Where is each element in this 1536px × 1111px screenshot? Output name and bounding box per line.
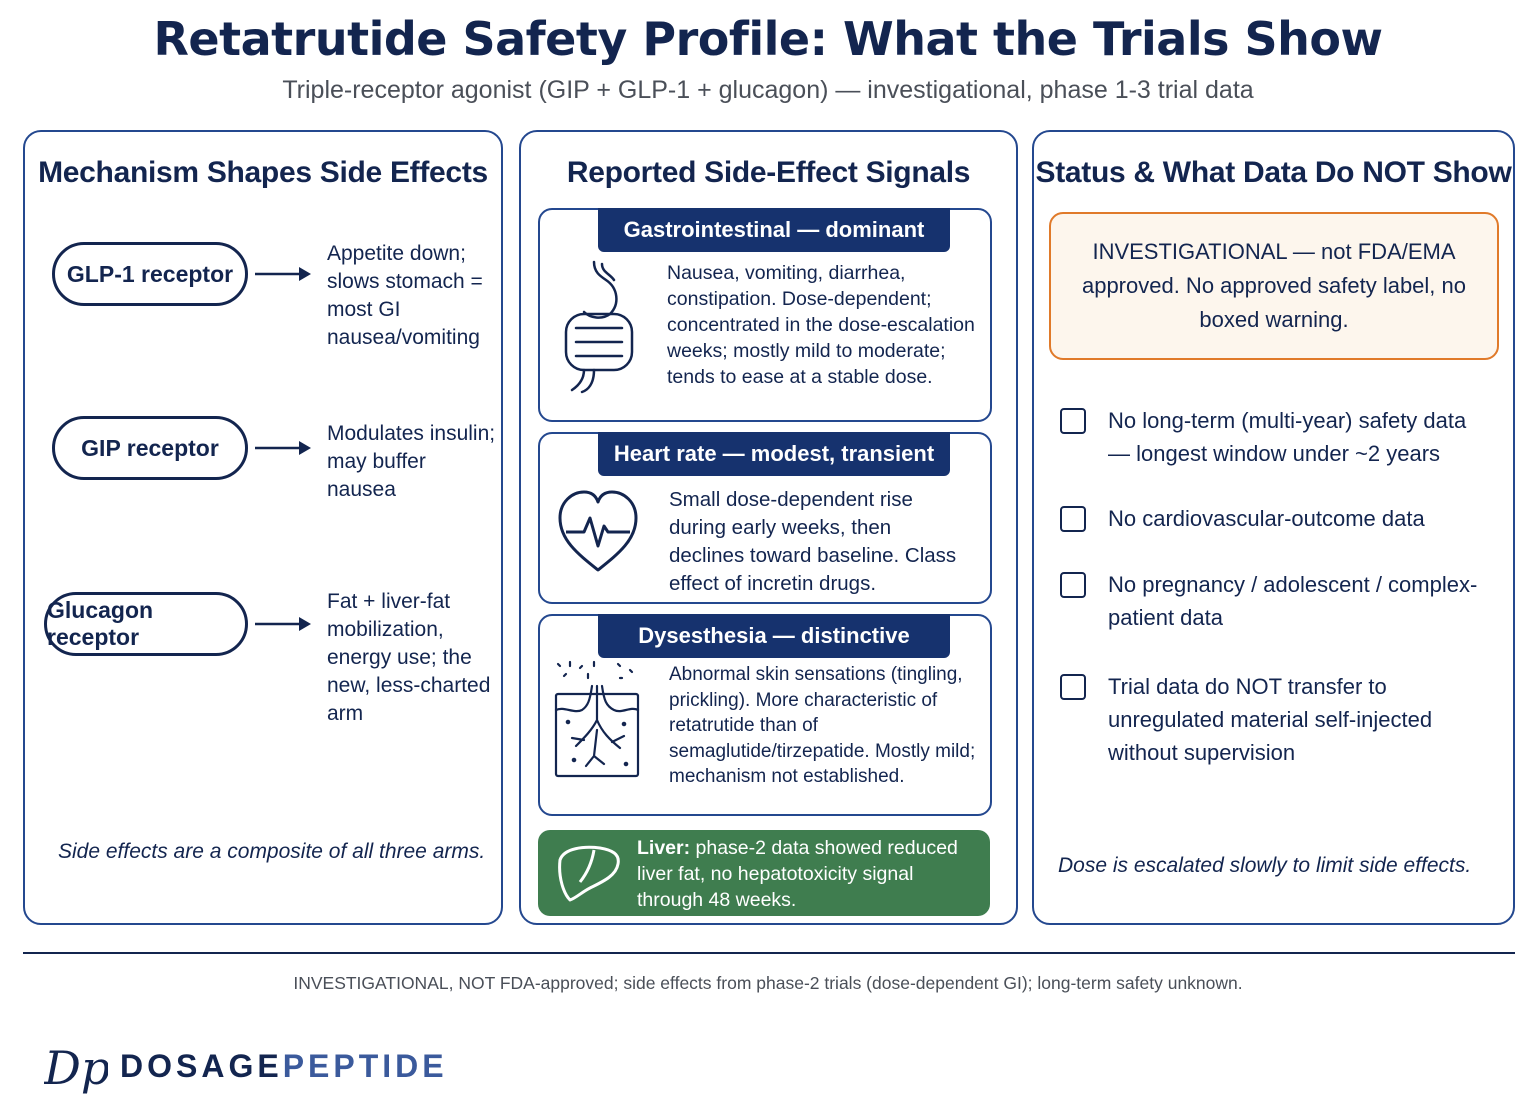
checkbox	[1060, 572, 1086, 598]
skin-nerve-icon	[554, 660, 640, 778]
signals-panel-title: Reported Side-Effect Signals	[566, 156, 971, 189]
arrow-right-icon	[255, 267, 311, 281]
footer-divider	[23, 952, 1515, 954]
mechanism-panel: Mechanism Shapes Side Effects GLP-1 rece…	[23, 130, 503, 925]
glp1-receptor-pill: GLP-1 receptor	[52, 242, 248, 306]
brand-wordmark: DOSAGEPEPTIDE	[120, 1048, 448, 1085]
arrow-right-icon	[255, 617, 311, 631]
investigational-warning: INVESTIGATIONAL — not FDA/EMA approved. …	[1049, 212, 1499, 360]
liver-icon	[558, 845, 620, 902]
gi-card-text: Nausea, vomiting, diarrhea, constipation…	[667, 262, 975, 388]
brand-mark: Dp	[44, 1041, 108, 1095]
arrow-right-icon	[255, 441, 311, 455]
liver-text: phase-2 data showed reduced liver fat, n…	[637, 837, 958, 911]
gip-effect-text: Modulates insulin; may buffer nausea	[327, 422, 496, 501]
gap-item: No cardiovascular-outcome data	[1108, 506, 1425, 531]
glp1-effect-text: Appetite down; slows stomach = most GI n…	[327, 242, 483, 349]
brand-word-a: DOSAGE	[120, 1048, 283, 1084]
page-title: Retatrutide Safety Profile: What the Tri…	[153, 12, 1383, 66]
gi-card: Gastrointestinal — dominant Nausea, vomi…	[538, 208, 992, 422]
gap-item: Trial data do NOT transfer to unregulate…	[1108, 674, 1433, 765]
status-panel-title: Status & What Data Do NOT Show	[1035, 156, 1512, 189]
gip-receptor-pill: GIP receptor	[52, 416, 248, 480]
glucagon-receptor-pill: Glucagon receptor	[44, 592, 248, 656]
gap-item: No pregnancy / adolescent / complex-pati…	[1108, 572, 1478, 630]
checkbox	[1060, 408, 1086, 434]
page-subtitle: Triple-receptor agonist (GIP + GLP-1 + g…	[282, 76, 1254, 104]
dysesthesia-card: Dysesthesia — distinctive Abnormal skin …	[538, 614, 992, 816]
signals-panel: Reported Side-Effect Signals Gastrointes…	[519, 130, 1018, 925]
liver-label: Liver:	[637, 837, 691, 859]
mechanism-note: Side effects are a composite of all thre…	[58, 840, 486, 863]
heart-pulse-icon	[558, 490, 638, 572]
brand-logo-icon: Dp	[44, 1041, 108, 1095]
dysesthesia-card-text: Abnormal skin sensations (tingling, pric…	[669, 664, 976, 787]
gap-item: No long-term (multi-year) safety data — …	[1108, 408, 1467, 466]
mechanism-panel-title: Mechanism Shapes Side Effects	[38, 156, 488, 189]
gi-card-heading: Gastrointestinal — dominant	[598, 208, 950, 252]
footer-disclaimer: INVESTIGATIONAL, NOT FDA-approved; side …	[293, 973, 1243, 993]
brand-word-b: PEPTIDE	[282, 1048, 448, 1084]
status-note: Dose is escalated slowly to limit side e…	[1058, 854, 1472, 877]
liver-callout-text: Liver: phase-2 data showed reduced liver…	[637, 835, 977, 913]
heart-rate-card-heading: Heart rate — modest, transient	[598, 432, 950, 476]
liver-callout: Liver: phase-2 data showed reduced liver…	[538, 830, 990, 916]
dysesthesia-card-heading: Dysesthesia — distinctive	[598, 614, 950, 658]
intestine-icon	[564, 260, 634, 394]
heart-rate-card-text: Small dose-dependent rise during early w…	[669, 488, 957, 595]
checkbox	[1060, 506, 1086, 532]
checkbox	[1060, 674, 1086, 700]
glucagon-effect-text: Fat + liver-fat mobilization, energy use…	[327, 590, 491, 725]
heart-rate-card: Heart rate — modest, transient Small dos…	[538, 432, 992, 604]
status-panel: Status & What Data Do NOT Show INVESTIGA…	[1032, 130, 1515, 925]
